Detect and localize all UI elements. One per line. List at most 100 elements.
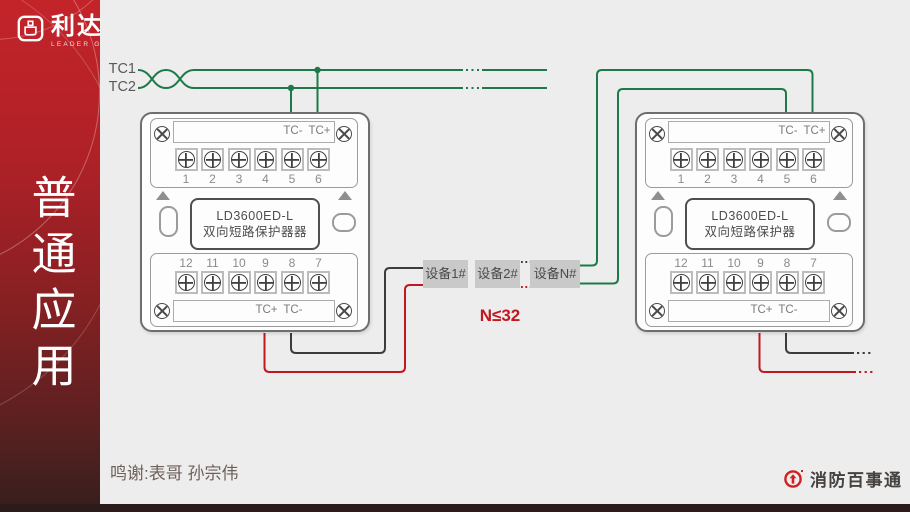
terminal-number: 8 <box>288 256 296 270</box>
right-tcplus-wire-red <box>758 333 856 373</box>
sidebar: 利达® LEADER GROUP 普通应用 <box>0 0 100 512</box>
terminal-number: 2 <box>704 172 711 186</box>
terminal-screw-icon <box>775 271 799 294</box>
logo-cn: 利达 <box>51 13 100 40</box>
terminal-number: 11 <box>701 256 714 270</box>
terminal-number: 8 <box>783 256 791 270</box>
terminal-screw-icon <box>802 271 825 294</box>
corner-screw-icon <box>154 126 170 142</box>
left-tcplus-wire-red <box>263 284 423 373</box>
chain-device-1: 设备1# <box>423 260 468 288</box>
corner-screw-icon <box>336 126 352 142</box>
terminal-number: 7 <box>315 256 322 270</box>
device-name: 双向短路保护器 <box>704 225 796 239</box>
tc-minus-label: TC- <box>778 304 798 316</box>
mounting-slot-left <box>159 206 178 237</box>
terminal-number: 5 <box>783 172 791 186</box>
terminal-number: 12 <box>674 256 688 270</box>
terminal-screw-icon <box>307 271 330 294</box>
terminal-number: 6 <box>810 172 817 186</box>
terminal-screw-icon <box>280 148 304 171</box>
terminal-number: 5 <box>288 172 296 186</box>
brand-icon <box>784 470 803 488</box>
tc-plus-label: TC+ <box>803 125 826 137</box>
chain-device-2: 设备2# <box>475 260 520 288</box>
alignment-triangle-icon <box>156 191 170 200</box>
terminal-screw-icon <box>749 148 772 171</box>
terminal-number: 3 <box>235 172 243 186</box>
device-nameplate: LD3600ED-L 双向短路保护器器 <box>190 198 320 250</box>
terminal-screw-icon <box>696 148 719 171</box>
alignment-triangle-icon <box>338 191 352 200</box>
leader-logo: 利达® LEADER GROUP <box>17 15 100 48</box>
mounting-slot-right <box>332 213 356 232</box>
terminal-screw-icon <box>307 148 330 171</box>
tc-plus-label: TC+ <box>308 125 331 137</box>
loop-inner-green <box>580 88 787 285</box>
tc-plus-label: TC+ <box>255 304 278 316</box>
terminal-number: 7 <box>810 256 817 270</box>
device-name: 双向短路保护器器 <box>202 225 307 239</box>
chain-device-n: 设备N# <box>530 260 580 288</box>
terminal-screw-icon <box>254 148 277 171</box>
terminal-screw-icon <box>174 271 198 294</box>
terminal-number: 4 <box>757 172 764 186</box>
terminal-row <box>174 271 330 294</box>
terminal-number: 12 <box>179 256 193 270</box>
terminal-label-strip: TC+ TC- <box>668 300 830 322</box>
corner-screw-icon <box>831 303 847 319</box>
terminal-number: 9 <box>262 256 269 270</box>
device-nameplate: LD3600ED-L 双向短路保护器 <box>685 198 815 250</box>
terminal-panel-top: TC- TC+ 1 2 3 4 5 6 <box>150 118 358 188</box>
alignment-triangle-icon <box>651 191 665 200</box>
brand-name: 消防百事通 <box>810 471 903 490</box>
bus-label-tc1: TC1 <box>108 61 136 77</box>
terminal-number-row: 12 11 10 9 8 7 <box>175 256 331 270</box>
terminal-number: 11 <box>206 256 219 270</box>
tc2-line <box>137 68 463 89</box>
terminal-screw-icon <box>201 148 224 171</box>
alignment-triangle-icon <box>833 191 847 200</box>
tc-minus-label: TC- <box>283 125 303 137</box>
terminal-label-strip: TC- TC+ <box>668 121 830 143</box>
terminal-number: 2 <box>209 172 216 186</box>
bottom-bar <box>0 504 910 512</box>
terminal-screw-icon <box>227 148 251 171</box>
terminal-screw-icon <box>669 148 693 171</box>
terminal-screw-icon <box>174 148 198 171</box>
terminal-screw-icon <box>722 271 746 294</box>
terminal-number: 10 <box>232 256 246 270</box>
loop-outer-green <box>580 69 814 267</box>
bus-label-tc2: TC2 <box>108 79 136 95</box>
corner-screw-icon <box>649 303 665 319</box>
tc-plus-label: TC+ <box>750 304 773 316</box>
terminal-number: 3 <box>730 172 738 186</box>
terminal-screw-icon <box>775 148 799 171</box>
terminal-number: 4 <box>262 172 269 186</box>
terminal-number: 6 <box>315 172 322 186</box>
right-tcminus-wire-black <box>785 333 854 354</box>
logo-mark-icon <box>17 15 44 42</box>
terminal-screw-icon <box>201 271 224 294</box>
corner-screw-icon <box>649 126 665 142</box>
credit-text: 鸣谢:表哥 孙宗伟 <box>110 464 239 483</box>
mounting-slot-right <box>827 213 851 232</box>
terminal-screw-icon <box>722 148 746 171</box>
corner-screw-icon <box>336 303 352 319</box>
tc-minus-label: TC- <box>283 304 303 316</box>
terminal-screw-icon <box>749 271 772 294</box>
device-model: LD3600ED-L <box>711 209 789 223</box>
terminal-screw-icon <box>802 148 825 171</box>
brand-logo: 消防百事通 <box>783 466 903 491</box>
mounting-slot-left <box>654 206 673 237</box>
terminal-row <box>174 148 330 171</box>
terminal-row <box>669 148 825 171</box>
terminal-number: 1 <box>182 172 190 186</box>
terminal-row <box>669 271 825 294</box>
terminal-panel-bottom: 12 11 10 9 8 7 TC+ TC- <box>150 253 358 327</box>
